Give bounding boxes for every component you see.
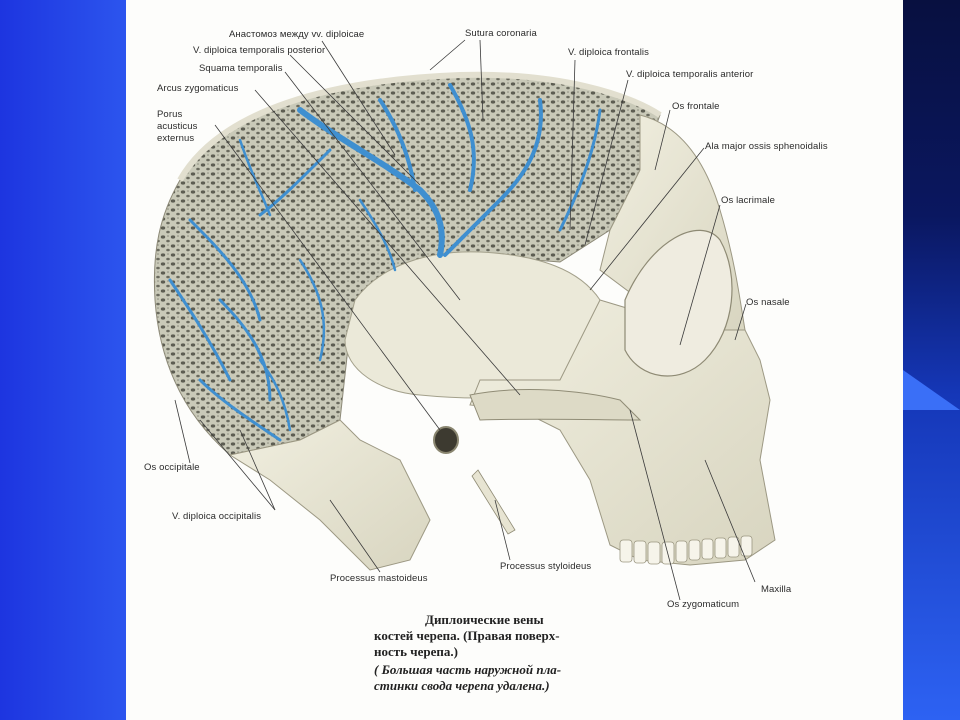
- caption-line3: ность черепа.): [374, 644, 458, 659]
- label-os-zygomaticum: Os zygomaticum: [667, 599, 740, 610]
- label-v-temporalis-posterior: V. diploica temporalis posterior: [193, 45, 326, 56]
- vault-rim: [177, 71, 662, 182]
- label-porus-line2: acusticus: [157, 121, 198, 132]
- label-v-temporalis-anterior: V. diploica temporalis anterior: [626, 69, 754, 80]
- orbit: [624, 229, 733, 377]
- label-os-frontale: Os frontale: [672, 101, 720, 112]
- styloid-process: [471, 469, 516, 535]
- label-sutura-coronaria: Sutura coronaria: [465, 28, 537, 39]
- caption-line2: костей черепа. (Правая поверх-: [374, 628, 560, 643]
- label-maxilla: Maxilla: [761, 584, 792, 595]
- left-blue-panel: [0, 0, 126, 720]
- leader-lines: [174, 39, 756, 601]
- label-v-occipitalis: V. diploica occipitalis: [172, 511, 262, 522]
- occipital-mastoid: [228, 419, 431, 571]
- caption-line5: стинки свода черепа удалена.): [374, 678, 550, 693]
- caption-line4: ( Большая часть наружной пла-: [374, 662, 562, 677]
- label-os-lacrimale: Os lacrimale: [721, 195, 775, 206]
- label-processus-styloideus: Processus styloideus: [500, 561, 592, 572]
- label-anastomosis: Анастомоз между vv. diploicae: [229, 29, 365, 40]
- label-squama-temporalis: Squama temporalis: [199, 63, 283, 74]
- porus-acusticus: [433, 426, 459, 454]
- label-porus-line3: externus: [157, 133, 195, 144]
- label-os-occipitale: Os occipitale: [144, 462, 200, 473]
- label-ala-major: Ala major ossis sphenoidalis: [705, 141, 828, 152]
- zygomatic-arch: [469, 389, 642, 421]
- label-os-nasale: Os nasale: [746, 297, 790, 308]
- label-arcus-zygomaticus: Arcus zygomaticus: [157, 83, 239, 94]
- right-panel-notch: [903, 370, 960, 410]
- label-porus-line1: Porus: [157, 109, 183, 120]
- right-blue-panel: [903, 0, 960, 720]
- maxillary-teeth: [619, 535, 753, 565]
- caption-line1: Диплоические вены: [425, 612, 544, 627]
- label-v-frontalis: V. diploica frontalis: [568, 47, 649, 58]
- label-processus-mastoideus: Processus mastoideus: [330, 573, 428, 584]
